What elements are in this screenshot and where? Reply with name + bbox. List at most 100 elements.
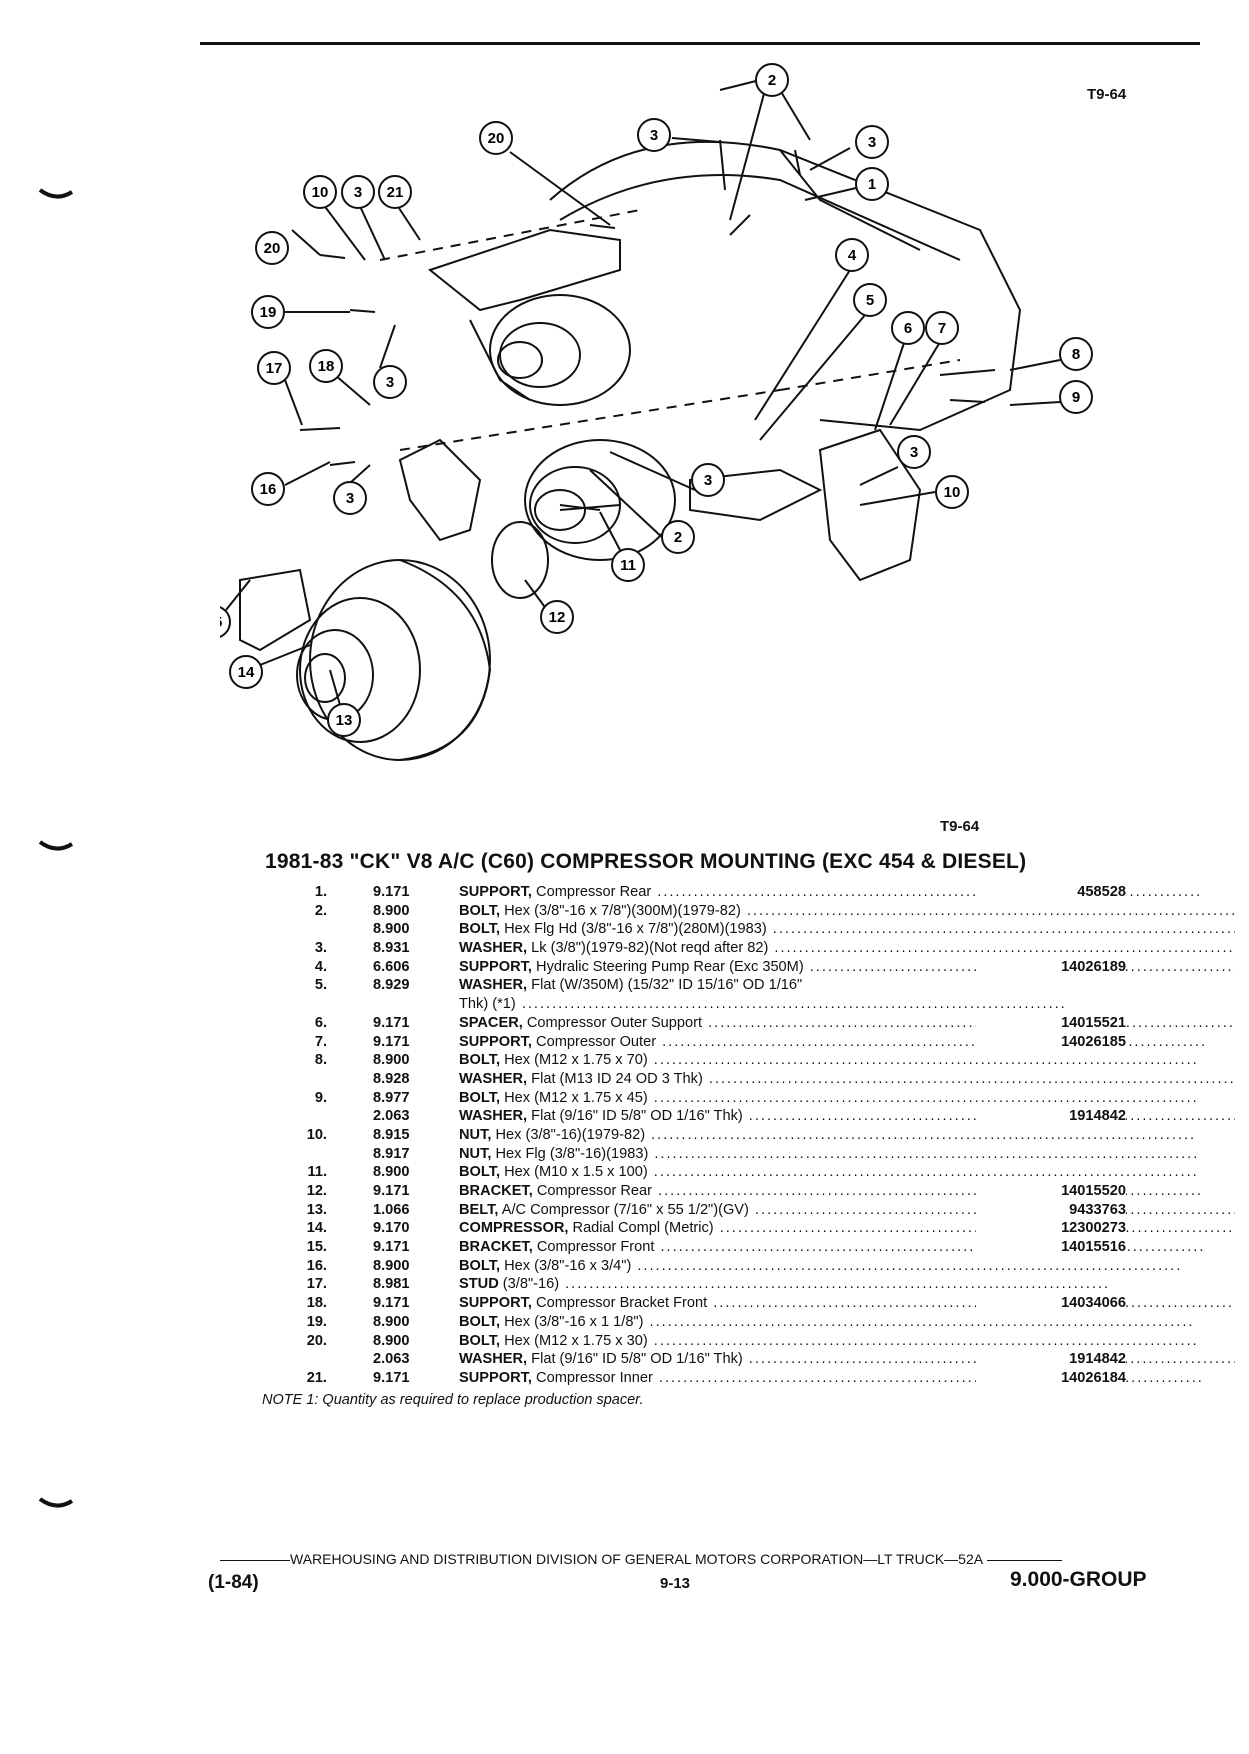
- part-description: Thk) (*1) ..............................…: [459, 996, 1235, 1012]
- svg-text:15: 15: [220, 614, 222, 631]
- svg-text:20: 20: [488, 130, 505, 147]
- part-detail: Hydralic Steering Pump Rear (Exc 350M): [536, 958, 804, 975]
- part-description: BOLT, Hex (3/8"-16 x 3/4") .............…: [459, 1258, 1235, 1274]
- group-number: 8.917: [373, 1145, 410, 1162]
- svg-text:21: 21: [387, 184, 404, 201]
- part-name: SUPPORT,: [459, 958, 532, 975]
- svg-text:9: 9: [1072, 389, 1080, 406]
- callout-19: 19: [251, 295, 285, 329]
- callout-6: 6: [891, 311, 925, 345]
- part-detail: Compressor Outer: [536, 1033, 657, 1050]
- figure-code-top: T9-64: [1087, 86, 1127, 103]
- group-number: 2.063: [373, 1108, 410, 1125]
- part-description: BOLT, Hex (M10 x 1.5 x 100) ............…: [459, 1164, 1235, 1180]
- page-title: 1981-83 "CK" V8 A/C (C60) COMPRESSOR MOU…: [265, 850, 1027, 873]
- part-description: BOLT, Hex (M12 x 1.75 x 45) ............…: [459, 1090, 1235, 1106]
- part-name: BELT,: [459, 1201, 499, 1218]
- part-number: 14015520: [976, 1183, 1126, 1199]
- item-number: 20.: [306, 1332, 327, 1349]
- callout-18: 18: [309, 349, 343, 383]
- item-number: 5.: [314, 977, 327, 994]
- part-detail: Hex (M12 x 1.75 x 70): [504, 1052, 648, 1069]
- item-number: 7.: [314, 1033, 327, 1050]
- part-name: BRACKET,: [459, 1239, 533, 1256]
- part-detail: Compressor Bracket Front: [536, 1295, 708, 1312]
- part-detail: Compressor Front: [536, 1239, 655, 1256]
- part-name: SUPPORT,: [459, 1033, 532, 1050]
- item-number: 4.: [314, 958, 327, 975]
- part-detail: Hex (3/8"-16 x 3/4"): [504, 1257, 632, 1274]
- item-number: 12.: [306, 1183, 327, 1199]
- item-number: 11.: [307, 1164, 327, 1181]
- svg-text:3: 3: [704, 472, 712, 489]
- callout-7: 7: [925, 311, 959, 345]
- part-number: 14026185: [976, 1033, 1126, 1050]
- callout-8: 8: [1059, 337, 1093, 371]
- part-name: SPACER,: [459, 1014, 523, 1031]
- svg-text:19: 19: [260, 304, 277, 321]
- leader-dots: ........................................…: [631, 1257, 1183, 1274]
- item-number: 1.: [314, 884, 327, 900]
- svg-text:5: 5: [866, 292, 874, 309]
- leader-dots: ........................................…: [713, 1220, 1235, 1237]
- callout-16: 16: [251, 472, 285, 506]
- part-description: BOLT, Hex Flg Hd (3/8"-16 x 7/8")(280M)(…: [459, 921, 1235, 937]
- group-number: 8.928: [373, 1070, 410, 1087]
- svg-text:10: 10: [312, 184, 329, 201]
- callout-3: 3: [637, 118, 671, 152]
- part-detail: Hex (3/8"-16 x 1 1/8"): [504, 1313, 644, 1330]
- parts-row: Thk) (*1) ..............................…: [265, 996, 1205, 1015]
- group-number: 9.171: [373, 1033, 410, 1050]
- svg-text:3: 3: [910, 444, 918, 461]
- callout-3: 3: [855, 125, 889, 159]
- group-number: 9.171: [373, 884, 410, 900]
- leader-dots: ........................................…: [647, 1332, 1199, 1349]
- callout-20: 20: [479, 121, 513, 155]
- group-number: 9.171: [373, 1183, 410, 1199]
- item-number: 10.: [306, 1126, 327, 1143]
- item-number: 17.: [306, 1276, 327, 1293]
- part-description: BOLT, Hex (3/8"-16 x 7/8")(300M)(1979-82…: [459, 903, 1235, 919]
- svg-text:3: 3: [354, 184, 362, 201]
- part-name: BOLT,: [459, 1313, 501, 1330]
- leader-dots: ........................................…: [772, 921, 1235, 938]
- part-detail: Flat (9/16" ID 5/8" OD 1/16" Thk): [531, 1108, 743, 1125]
- svg-text:3: 3: [386, 374, 394, 391]
- callout-20: 20: [255, 231, 289, 265]
- part-name: BOLT,: [459, 1164, 501, 1181]
- group-number: 9.171: [373, 1014, 410, 1031]
- svg-text:6: 6: [904, 320, 912, 337]
- item-number: 2.: [314, 902, 327, 919]
- part-name: WASHER,: [459, 1070, 528, 1087]
- item-number: 18.: [306, 1295, 327, 1312]
- group-number: 1.066: [373, 1201, 410, 1218]
- footer-group: 9.000-GROUP: [1010, 1568, 1147, 1591]
- part-detail: Radial Compl (Metric): [572, 1220, 714, 1237]
- part-number: 14034066: [976, 1295, 1126, 1312]
- part-description: STUD (3/8"-16) .........................…: [459, 1276, 1235, 1292]
- leader-dots: ........................................…: [645, 1126, 1197, 1143]
- part-detail: Hex (M10 x 1.5 x 100): [504, 1164, 648, 1181]
- callout-3: 3: [691, 463, 725, 497]
- part-name: BOLT,: [459, 1052, 501, 1069]
- callout-13: 13: [327, 703, 361, 737]
- callout-3: 3: [341, 175, 375, 209]
- leader-dots: ........................................…: [643, 1313, 1195, 1330]
- item-number: 15.: [306, 1239, 327, 1256]
- part-name: BOLT,: [459, 1089, 501, 1106]
- group-number: 9.171: [373, 1295, 410, 1312]
- group-number: 2.063: [373, 1351, 410, 1368]
- footer-date: (1-84): [208, 1572, 259, 1593]
